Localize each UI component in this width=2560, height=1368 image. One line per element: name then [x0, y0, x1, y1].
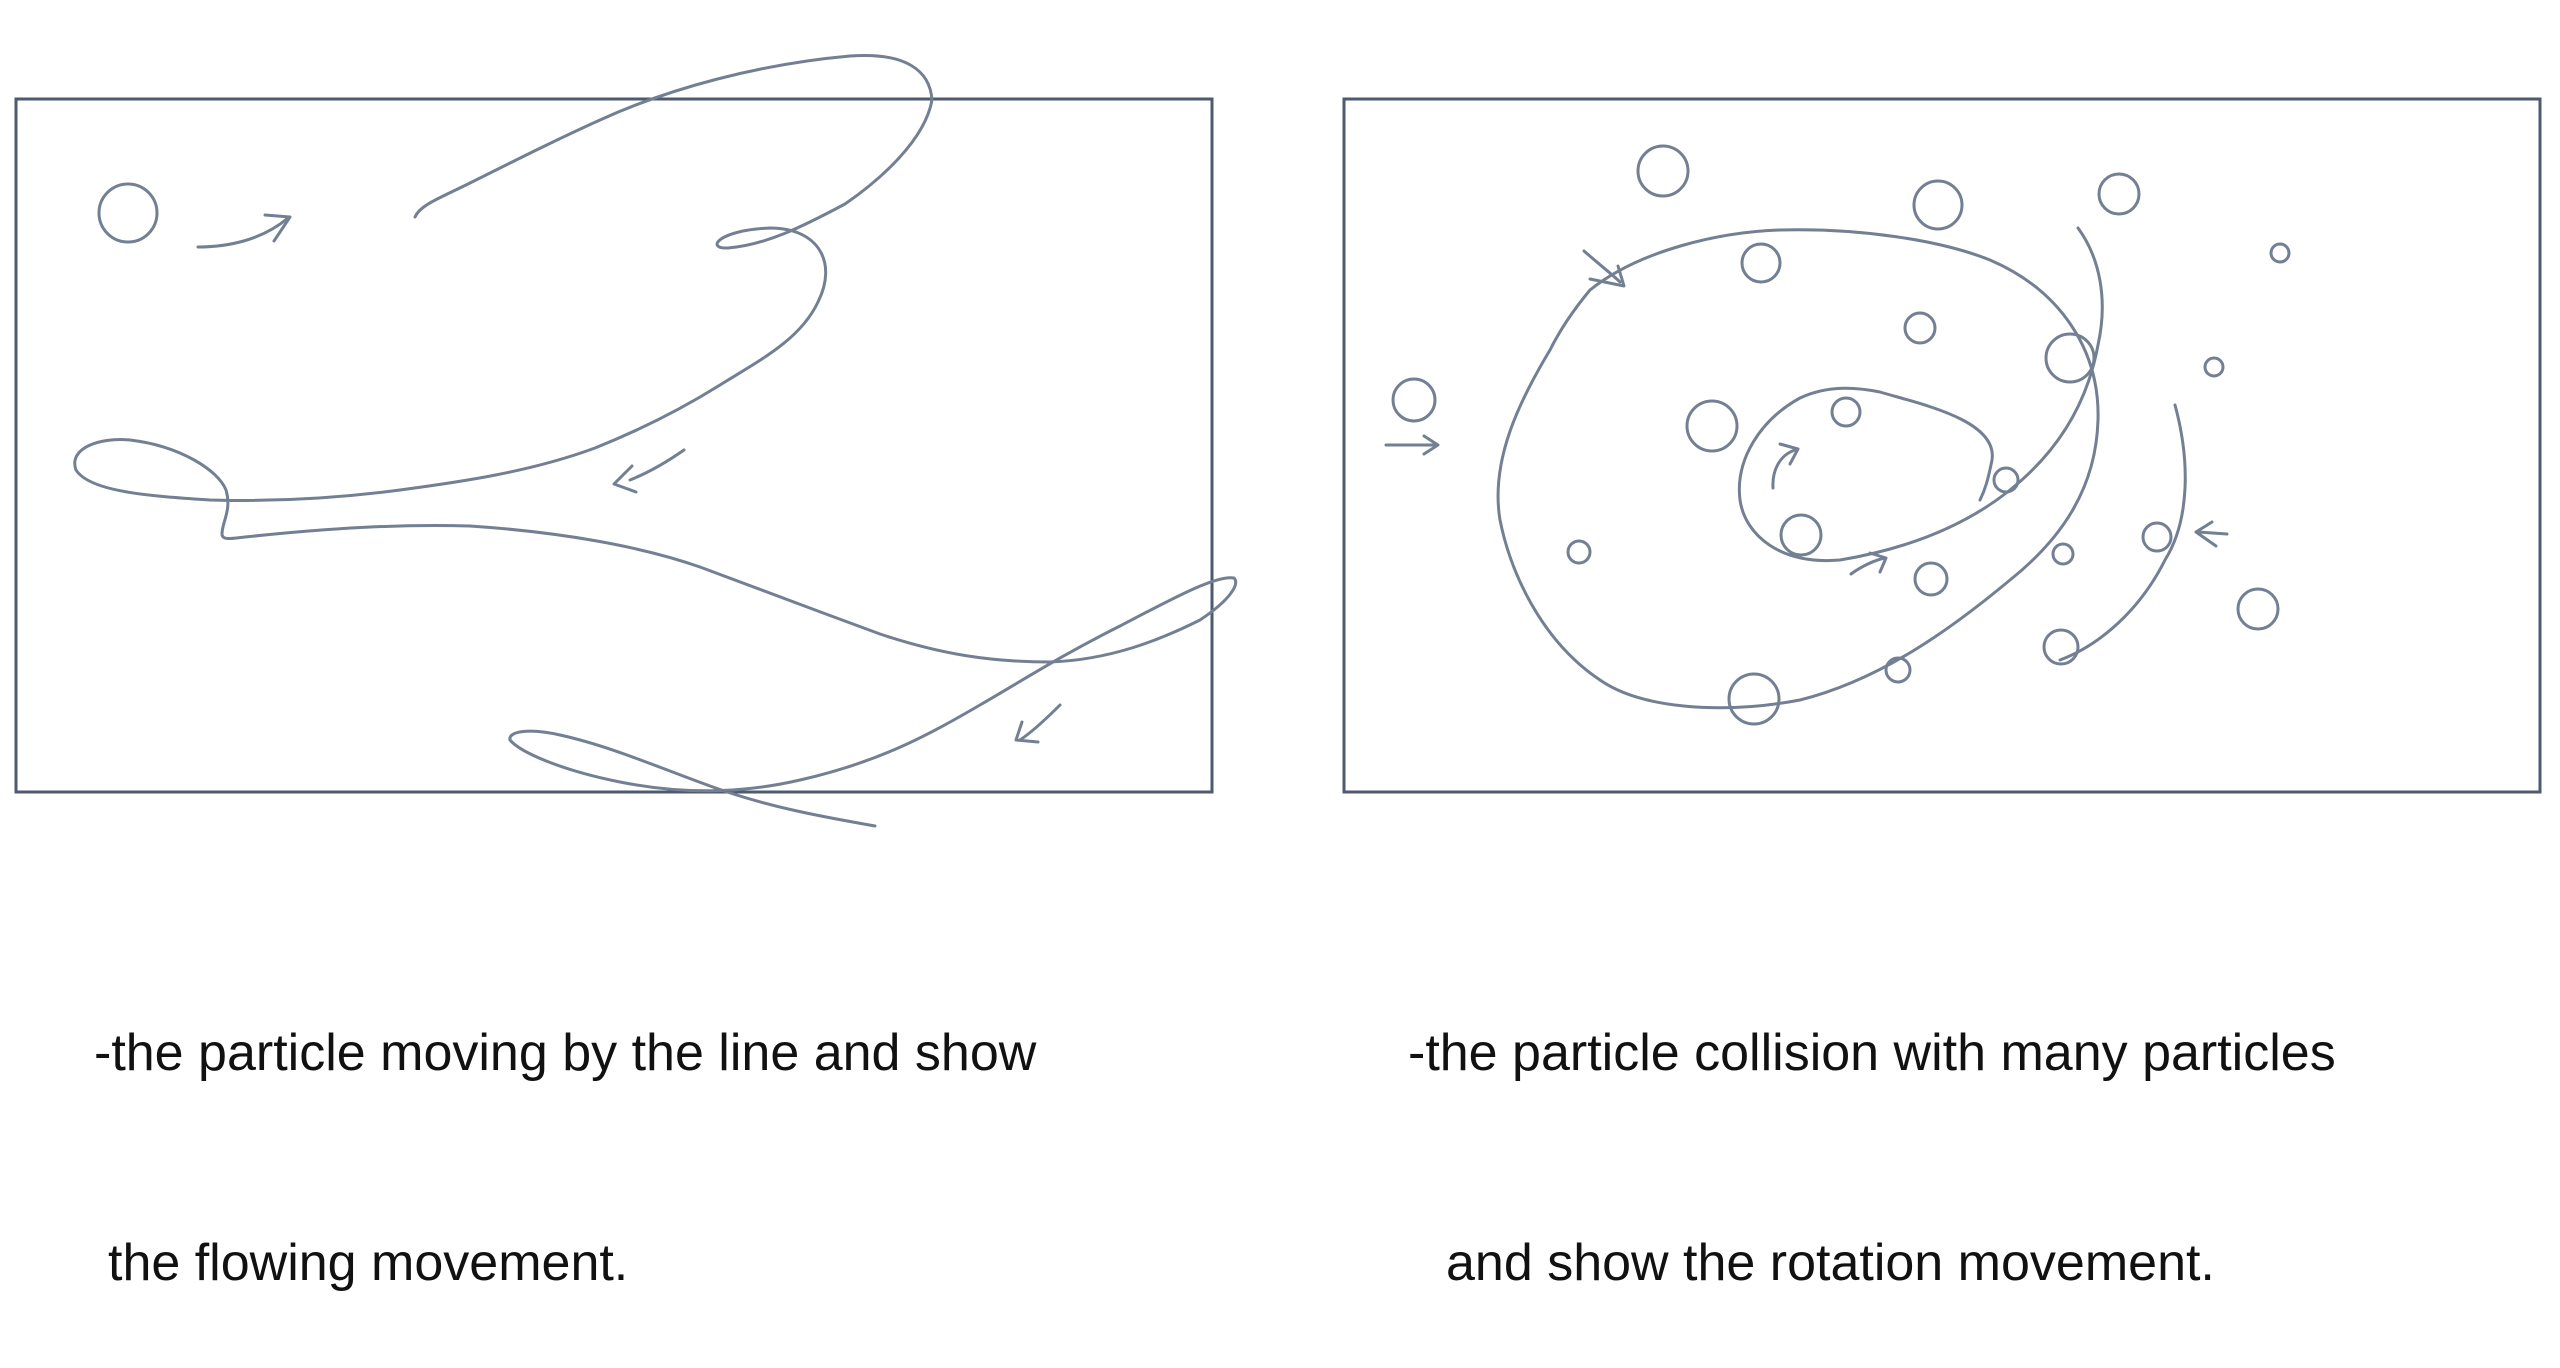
particle: [1740, 242, 1782, 284]
direction-arrow: [612, 448, 686, 494]
particle: [1779, 513, 1823, 557]
rotation-caption: -the particle collision with many partic…: [1408, 878, 2336, 1368]
particle: [1727, 672, 1781, 726]
caption-line: the flowing movement.: [108, 1234, 629, 1292]
direction-arrow: [1582, 249, 1626, 288]
particle: [1636, 144, 1690, 198]
outer-ring-tail: [2058, 403, 2187, 662]
direction-arrow: [1771, 442, 1800, 490]
moving-particle: [97, 182, 159, 244]
particle: [2203, 356, 2225, 378]
direction-arrow: [196, 213, 292, 249]
outer-ring: [1496, 228, 2100, 710]
particle: [2044, 332, 2096, 384]
particle: [2269, 242, 2291, 264]
rotation-panel: [1342, 97, 2542, 794]
particle: [2236, 587, 2280, 631]
particle: [2042, 628, 2080, 666]
particle-field: [1391, 144, 2291, 726]
particle: [1685, 399, 1739, 453]
particle: [1992, 466, 2020, 494]
flowing-panel-frame: [14, 97, 1214, 794]
caption-line: and show the rotation movement.: [1446, 1234, 2215, 1292]
particle: [2141, 521, 2173, 553]
particle: [1912, 179, 1964, 231]
direction-arrow: [1014, 703, 1062, 744]
caption-line: -the particle moving by the line and sho…: [94, 1024, 1037, 1082]
particle: [1903, 311, 1937, 345]
direction-arrow: [1849, 551, 1888, 576]
direction-arrow: [1384, 434, 1440, 456]
rotation-panel-frame: [1342, 97, 2542, 794]
particle: [1884, 656, 1912, 684]
flowing-path: [73, 53, 1237, 828]
direction-arrow: [2194, 520, 2229, 548]
flowing-caption: -the particle moving by the line and sho…: [94, 878, 1036, 1368]
particle: [1830, 396, 1862, 428]
particle: [1391, 377, 1437, 423]
caption-line: -the particle collision with many partic…: [1408, 1024, 2336, 1082]
flowing-panel: [14, 53, 1237, 828]
sketch-canvas: [14, 53, 2542, 828]
outer-spiral: [1737, 226, 2104, 563]
particle: [2097, 172, 2141, 216]
particle: [1566, 539, 1592, 565]
particle: [2051, 542, 2075, 566]
particle: [1913, 561, 1949, 597]
